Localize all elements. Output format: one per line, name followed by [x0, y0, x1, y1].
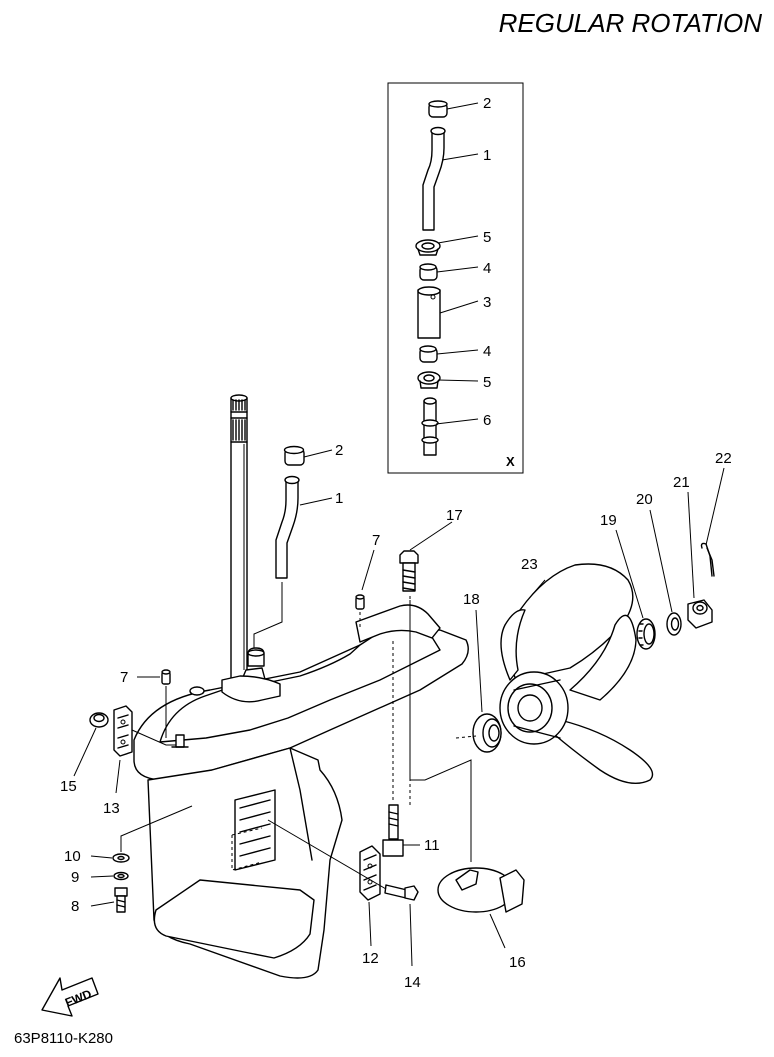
leader-10: [90, 855, 113, 859]
inset-box: X: [387, 82, 524, 474]
inset-part-6-pipe: [421, 397, 439, 456]
callout-23: 23: [521, 556, 538, 573]
part-20-washer: [666, 612, 682, 636]
part-7-dowel-pin-lower: [161, 669, 171, 685]
inset-label: X: [506, 454, 515, 469]
callout-12: 12: [362, 950, 379, 967]
fwd-arrow-icon: FWD: [41, 977, 99, 1017]
part-18-thrust-washer: [472, 713, 502, 753]
inset-callout-numbers: 2 1 5 4 3 4 5 6: [483, 95, 491, 429]
part-2-collar: [283, 445, 305, 466]
part-10-washer: [112, 853, 130, 863]
inset-part-3-sleeve: [417, 286, 441, 339]
leader-1: [299, 497, 333, 506]
part-12-anode: [359, 845, 381, 901]
inset-leader-lines: [435, 102, 479, 425]
leader-12: [368, 901, 372, 947]
callout-13: 13: [103, 800, 120, 817]
leader-18: [475, 609, 483, 713]
leader-16: [489, 913, 506, 949]
housing-stud: [171, 734, 189, 748]
part-1-water-tube: [275, 475, 300, 579]
callout-3-inset: 3: [483, 294, 491, 311]
callout-5-inset-bottom: 5: [483, 374, 491, 391]
part-23-propeller: [499, 563, 654, 784]
guide-8: [120, 805, 193, 852]
leader-22: [705, 467, 725, 546]
callout-20: 20: [636, 491, 653, 508]
leader-21: [687, 491, 695, 599]
diagram-code: 63P8110-K280: [14, 1030, 113, 1047]
inset-part-2-collar: [428, 100, 448, 118]
part-11-bolt: [382, 804, 404, 857]
guide-14: [267, 819, 387, 890]
callout-11: 11: [424, 837, 440, 854]
callout-4-inset-bottom: 4: [483, 343, 491, 360]
inset-part-5-grommet-bottom: [417, 371, 441, 389]
inset-part-5-grommet-top: [415, 239, 441, 256]
tube-guide-line: [253, 582, 283, 652]
part-9-washer: [113, 871, 129, 881]
callout-2: 2: [335, 442, 343, 459]
callout-6-inset: 6: [483, 412, 491, 429]
part-8-bolt: [114, 887, 128, 913]
leader-20: [649, 509, 673, 613]
callout-7-upper: 7: [372, 532, 380, 549]
inset-part-4-seal-top: [419, 263, 438, 281]
leader-19: [615, 529, 644, 619]
leader-2: [303, 449, 333, 458]
drive-shaft: [230, 394, 248, 685]
part-19-spacer: [636, 618, 656, 650]
callout-14: 14: [404, 974, 421, 991]
diagram-title: REGULAR ROTATION: [499, 8, 763, 38]
part-21-castle-nut: [687, 599, 713, 629]
callout-1-inset: 1: [483, 147, 491, 164]
part-13-anode-upper: [113, 705, 133, 757]
callout-5-inset-top: 5: [483, 229, 491, 246]
leader-14: [409, 903, 413, 967]
part-14-bolt: [384, 884, 419, 901]
part-22-cotter-pin: [700, 542, 715, 577]
leader-9: [90, 875, 114, 878]
callout-15: 15: [60, 778, 77, 795]
callout-4-inset-top: 4: [483, 260, 491, 277]
callout-7-lower: 7: [120, 669, 128, 686]
callout-9: 9: [71, 869, 79, 886]
leader-8: [90, 901, 115, 907]
callout-numbers: 2 1 7 17 22 21 20 19 23 18 7 15 13 10 9 …: [60, 442, 732, 991]
leader-15: [73, 727, 97, 777]
callout-18: 18: [463, 591, 480, 608]
callout-16: 16: [509, 954, 526, 971]
part-7-dowel-pin-upper: [355, 594, 365, 610]
part-15-nut: [89, 712, 109, 728]
callout-17: 17: [446, 507, 463, 524]
part-17-bolt: [399, 550, 419, 592]
leader-23: [531, 579, 546, 596]
leader-13: [115, 759, 121, 794]
callout-19: 19: [600, 512, 617, 529]
leader-17: [409, 521, 453, 551]
callout-21: 21: [673, 474, 690, 491]
callout-10: 10: [64, 848, 81, 865]
callout-1: 1: [335, 490, 343, 507]
part-16-trim-tab: [437, 867, 525, 913]
inset-part-1-tube: [422, 126, 446, 231]
callout-22: 22: [715, 450, 732, 467]
lower-unit-housing: [133, 604, 469, 979]
callout-8: 8: [71, 898, 79, 915]
leader-7-upper: [361, 549, 375, 591]
guide-16: [409, 600, 472, 862]
callout-2-inset: 2: [483, 95, 491, 112]
inset-part-4-seal-bottom: [419, 345, 438, 363]
